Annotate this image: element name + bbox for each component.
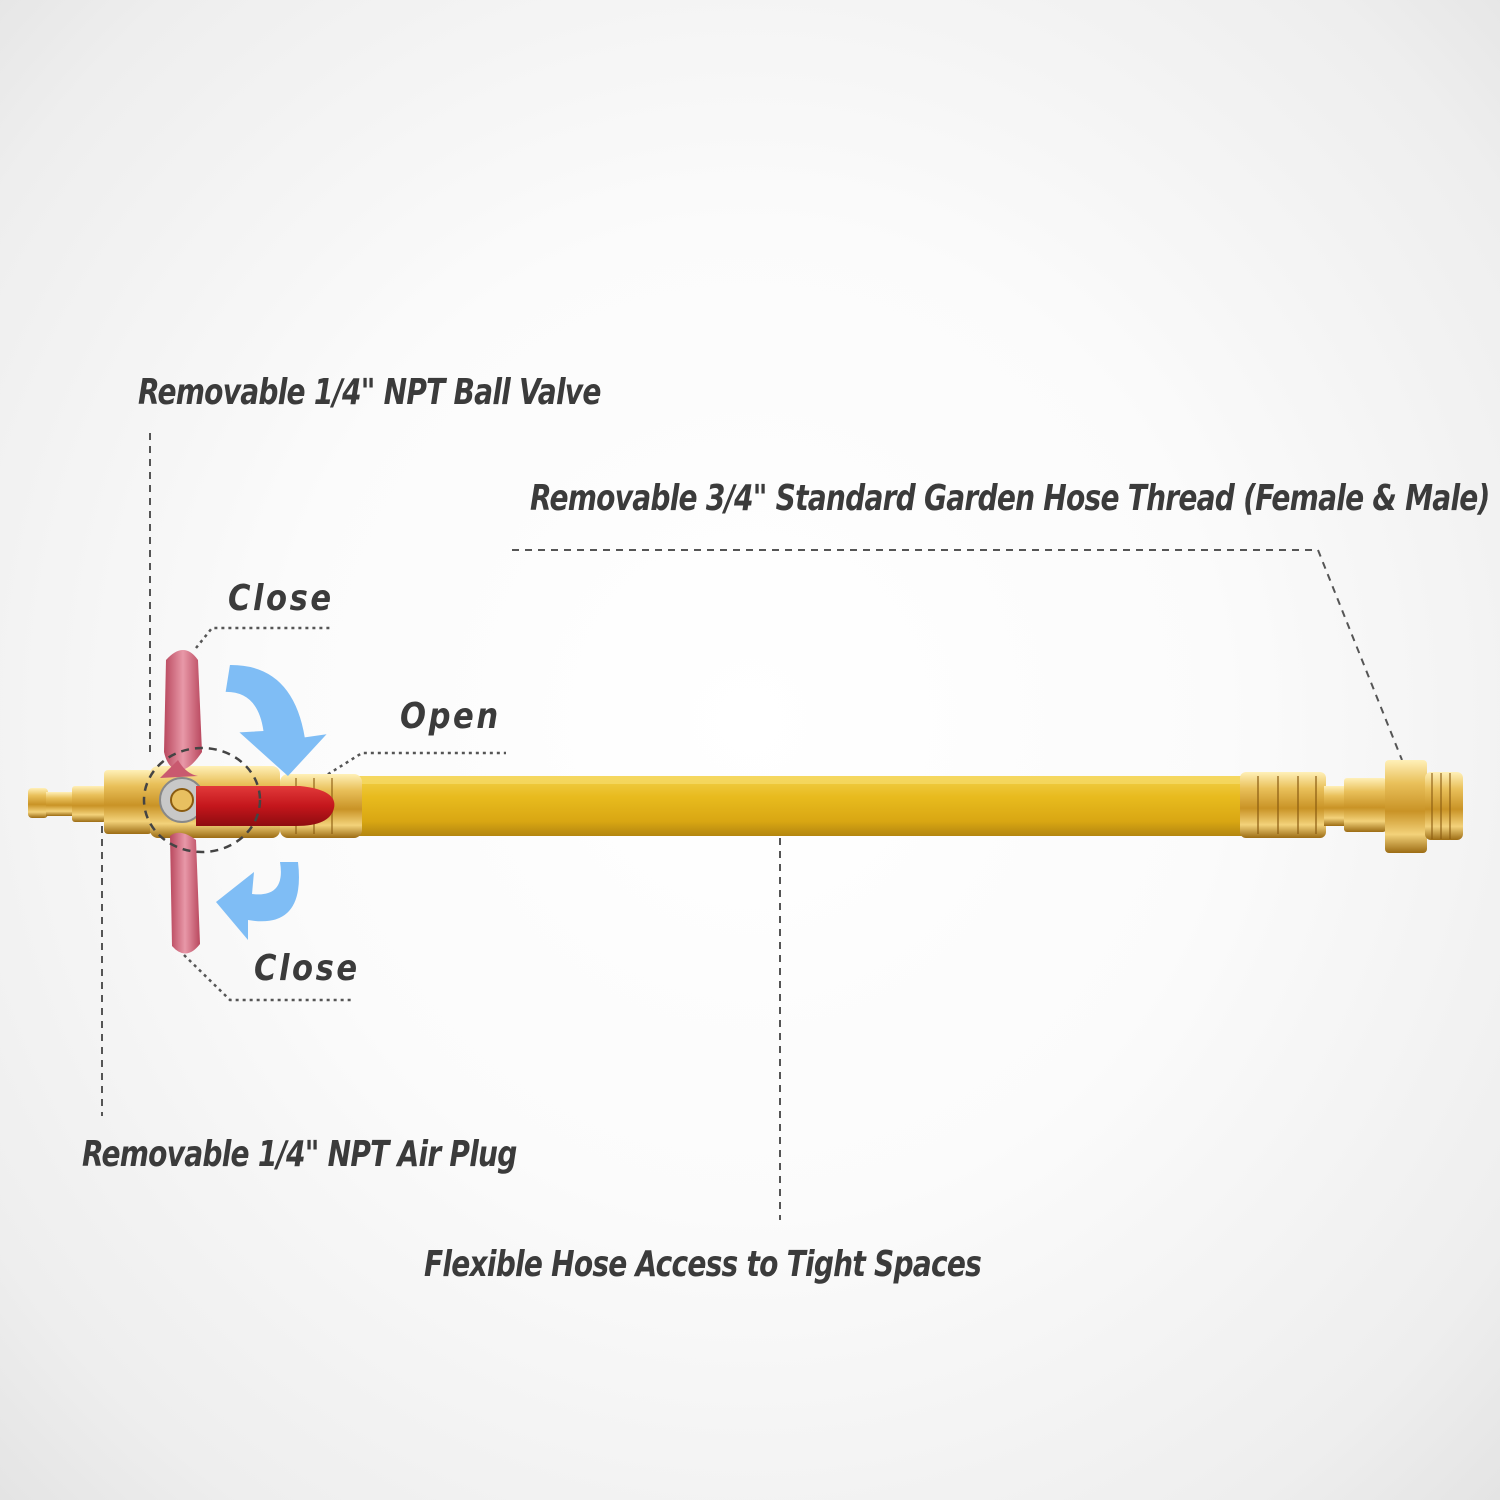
- valve-handle-bottom: [170, 832, 200, 954]
- label-open: Open: [400, 696, 501, 737]
- leader-garden-thread: [512, 549, 1403, 761]
- label-close-bottom: Close: [254, 948, 360, 989]
- arrow-open-to-close: [216, 862, 299, 940]
- valve-highlight-circle: [142, 746, 262, 854]
- flexible-hose: [352, 776, 1250, 836]
- leader-close-bottom: [183, 954, 354, 1002]
- label-garden-thread: Removable 3/4" Standard Garden Hose Thre…: [530, 478, 1490, 519]
- leader-lines: [101, 433, 1403, 1220]
- male-hose-fitting: [1240, 760, 1463, 853]
- label-ball-valve: Removable 1/4" NPT Ball Valve: [138, 372, 601, 413]
- arrow-close-to-open: [225, 665, 327, 777]
- label-flexible-hose: Flexible Hose Access to Tight Spaces: [424, 1244, 982, 1285]
- leader-open: [321, 751, 506, 780]
- valve-lever: [196, 786, 335, 826]
- leader-close-top: [195, 626, 330, 649]
- valve-handle-top: [160, 650, 202, 778]
- label-close-top: Close: [228, 578, 334, 619]
- air-plug: [28, 770, 152, 834]
- label-air-plug: Removable 1/4" NPT Air Plug: [82, 1134, 517, 1175]
